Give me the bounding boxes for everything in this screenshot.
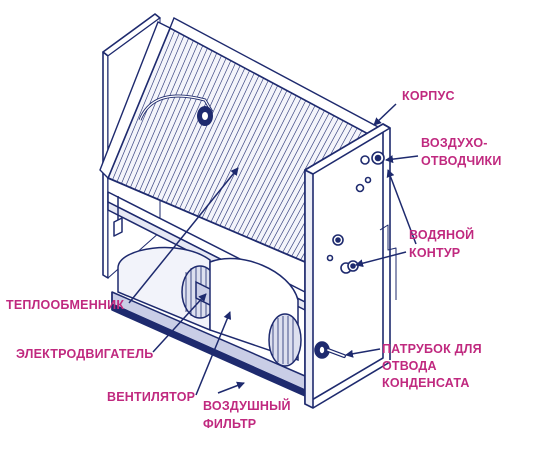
- arrow-motor: [152, 293, 207, 353]
- fan-assembly: [117, 246, 302, 367]
- coil-fin-line: [161, 57, 227, 202]
- coil-fin-line: [192, 75, 260, 215]
- label-fan: ВЕНТИЛЯТОР: [107, 390, 195, 404]
- label-heat-exchanger: ТЕПЛООБМЕННИК: [6, 298, 124, 312]
- coil-fin-line: [250, 107, 321, 240]
- coil-fin-line: [197, 77, 264, 217]
- coil-fin-line: [233, 97, 302, 232]
- label-air-vents-line2: ОТВОДЧИКИ: [421, 154, 502, 168]
- coil-fin-line: [219, 90, 288, 226]
- coil-fin-line: [125, 37, 190, 186]
- arrow-fan: [195, 311, 232, 396]
- coil-fin-line: [264, 115, 335, 245]
- coil-fin-line: [147, 50, 213, 196]
- leader-arrows: [128, 103, 419, 396]
- arrow-drain-pipe: [345, 348, 381, 358]
- coil-fin-line: [224, 92, 293, 228]
- coil-fin-line: [206, 82, 274, 221]
- arrow-water-circuit-2: [355, 251, 407, 268]
- label-air-filter-line1: ВОЗДУШНЫЙ: [203, 398, 291, 413]
- right-side-panel: [304, 123, 397, 409]
- coil-fin-line: [143, 47, 208, 194]
- label-drain-pipe-line1: ПАТРУБОК ДЛЯ: [382, 342, 482, 356]
- arrow-housing: [373, 103, 397, 126]
- label-drain-pipe-line2: ОТВОДА: [382, 359, 437, 373]
- coil-fin-line: [259, 112, 330, 244]
- coil-fin-line: [179, 67, 246, 209]
- coil-fin-line: [165, 60, 232, 203]
- coil-fin-line: [255, 110, 325, 242]
- coil-fin-line: [174, 65, 241, 207]
- coil-fin-line: [134, 42, 199, 190]
- coil-fin-line: [112, 30, 176, 181]
- labels: КОРПУС ВОЗДУХО- ОТВОДЧИКИ ВОДЯНОЙ КОНТУР…: [6, 89, 502, 431]
- label-air-vents-line1: ВОЗДУХО-: [421, 136, 488, 150]
- coil-fin-line: [183, 70, 250, 211]
- coil-fin-line: [152, 52, 218, 198]
- label-water-circuit-line1: ВОДЯНОЙ: [409, 227, 474, 242]
- heat-exchanger-coil: [99, 17, 381, 264]
- coil-fin-line: [201, 80, 269, 219]
- coil-fin-line: [138, 45, 204, 192]
- label-water-circuit-line2: КОНТУР: [409, 246, 460, 260]
- coil-fin-line: [156, 55, 222, 200]
- coil-fin-line: [237, 100, 307, 234]
- coil-fin-line: [130, 40, 194, 188]
- label-air-filter-line2: ФИЛЬТР: [203, 417, 256, 431]
- coil-fin-line: [268, 117, 339, 247]
- coil-fin-line: [170, 62, 236, 205]
- label-housing: КОРПУС: [402, 89, 455, 103]
- coil-fin-line: [241, 102, 311, 236]
- coil-fin-line: [246, 105, 316, 238]
- arrow-air-filter: [217, 381, 245, 394]
- arrow-heat-exchanger: [128, 167, 239, 304]
- coil-fin-line: [188, 72, 255, 213]
- arrow-water-circuit-1: [386, 169, 417, 245]
- label-drain-pipe-line3: КОНДЕНСАТА: [382, 376, 470, 390]
- coil-fin-line: [228, 95, 297, 230]
- arrow-air-vents: [385, 155, 419, 164]
- coil-fin-line: [121, 35, 185, 184]
- coil-fin-line: [215, 87, 283, 224]
- label-motor: ЭЛЕКТРОДВИГАТЕЛЬ: [16, 347, 153, 361]
- coil-fin-line: [210, 85, 279, 223]
